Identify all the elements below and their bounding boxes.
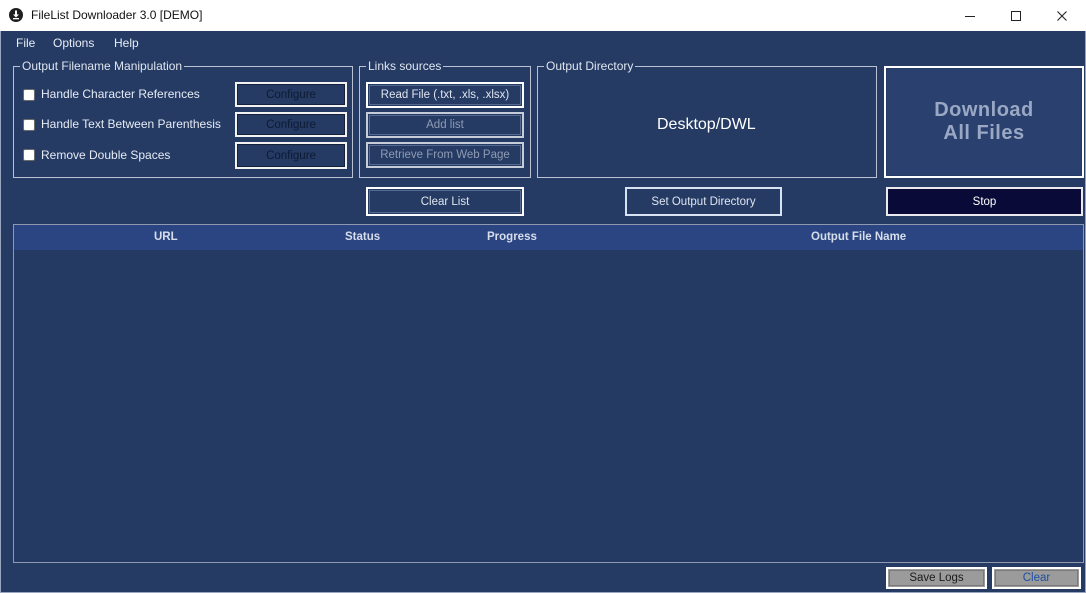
maximize-button[interactable] [993,0,1039,31]
output-directory-group [537,66,877,178]
close-button[interactable] [1039,0,1085,31]
minimize-button[interactable] [947,0,993,31]
column-status[interactable]: Status [345,231,381,243]
window-title: FileList Downloader 3.0 [DEMO] [31,8,203,22]
output-directory-value: Desktop/DWL [657,116,756,133]
download-list-table[interactable]: URL Status Progress Output File Name [13,224,1084,563]
clear-logs-button[interactable]: Clear [992,567,1081,589]
download-line-2: All Files [943,122,1025,144]
read-file-button[interactable]: Read File (.txt, .xls, .xlsx) [366,82,524,108]
links-sources-legend: Links sources [366,59,444,73]
column-progress[interactable]: Progress [487,231,537,243]
set-output-directory-button[interactable]: Set Output Directory [625,187,782,216]
handle-character-references-label: Handle Character References [41,87,200,101]
column-url[interactable]: URL [154,231,178,243]
configure-double-spaces-button[interactable]: Configure [235,142,347,169]
title-bar: FileList Downloader 3.0 [DEMO] [0,0,1086,31]
clear-list-button[interactable]: Clear List [366,187,524,216]
table-header: URL Status Progress Output File Name [14,225,1083,250]
menu-file[interactable]: File [16,36,36,50]
filename-manipulation-legend: Output Filename Manipulation [20,59,185,73]
save-logs-button[interactable]: Save Logs [886,567,987,589]
column-output-file-name[interactable]: Output File Name [811,231,907,243]
menu-options[interactable]: Options [53,36,95,50]
stop-button[interactable]: Stop [886,187,1083,216]
output-directory-legend: Output Directory [544,59,636,73]
configure-parenthesis-button[interactable]: Configure [235,112,347,137]
links-sources-group [359,66,531,178]
add-list-button[interactable]: Add list [366,112,524,138]
configure-character-references-button[interactable]: Configure [235,82,347,107]
handle-text-parenthesis-checkbox[interactable] [23,119,35,131]
remove-double-spaces-label: Remove Double Spaces [41,148,171,162]
menu-help[interactable]: Help [114,36,139,50]
download-all-files-button[interactable]: Download All Files [884,66,1084,178]
maximize-icon [1011,10,1021,21]
minimize-icon [965,15,975,17]
download-circle-icon [9,8,23,22]
remove-double-spaces-checkbox[interactable] [23,149,35,161]
retrieve-web-page-button[interactable]: Retrieve From Web Page [366,142,524,168]
handle-text-parenthesis-label: Handle Text Between Parenthesis [41,117,221,131]
handle-character-references-checkbox[interactable] [23,89,35,101]
close-icon [1057,10,1067,21]
download-line-1: Download [934,99,1034,121]
